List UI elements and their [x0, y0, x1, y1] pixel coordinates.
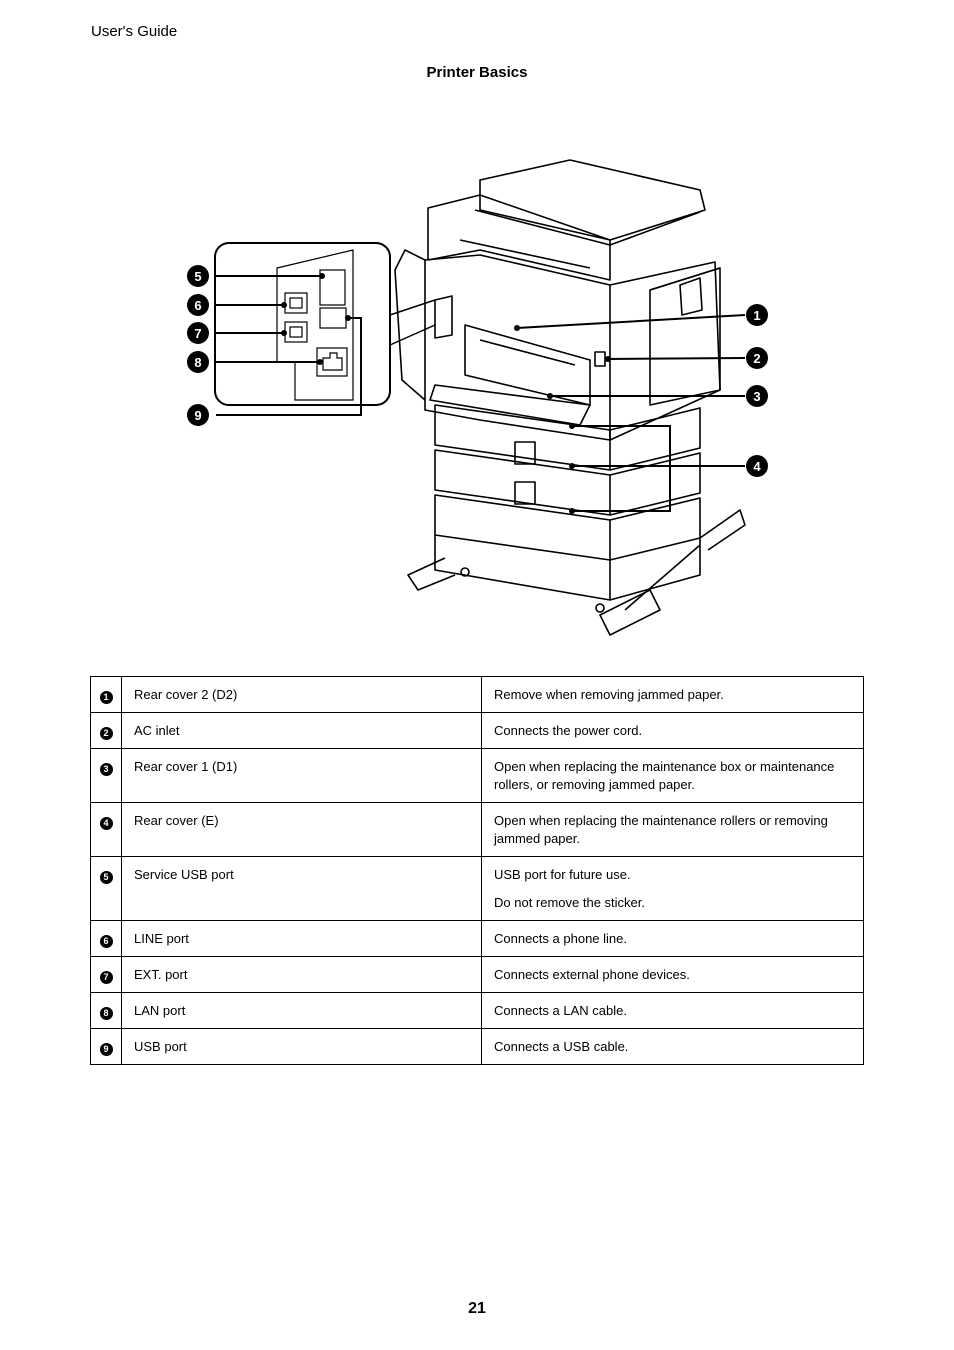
- table-row: 1 Rear cover 2 (D2) Remove when removing j…: [90, 676, 864, 713]
- part-description-cell: Open when replacing the maintenance box …: [481, 748, 864, 803]
- description-paragraph: Connects external phone devices.: [494, 967, 690, 982]
- part-description-cell: USB port for future use. Do not remove th…: [481, 856, 864, 921]
- description-paragraph: Connects the power cord.: [494, 723, 643, 738]
- part-name-cell: Rear cover 2 (D2): [121, 676, 482, 713]
- part-description-cell: Connects a USB cable.: [481, 1028, 864, 1065]
- svg-text:8: 8: [194, 355, 201, 370]
- row-number-badge: 9: [99, 1043, 113, 1056]
- part-description-cell: Connects external phone devices.: [481, 956, 864, 993]
- part-name-cell: Service USB port: [121, 856, 482, 921]
- part-description-cell: Remove when removing jammed paper.: [481, 676, 864, 713]
- description-paragraph: Open when replacing the maintenance roll…: [494, 813, 828, 846]
- description-paragraph: Remove when removing jammed paper.: [494, 687, 724, 702]
- svg-text:9: 9: [194, 408, 201, 423]
- row-number-badge: 4: [99, 817, 113, 830]
- svg-text:2: 2: [753, 351, 760, 366]
- part-name-cell: AC inlet: [121, 712, 482, 749]
- row-number-cell: 4: [90, 802, 122, 857]
- table-row: 7 EXT. port Connects external phone device…: [90, 956, 864, 993]
- description-paragraph: Connects a LAN cable.: [494, 1003, 627, 1018]
- callout-9: 9: [187, 404, 209, 426]
- svg-text:3: 3: [753, 389, 760, 404]
- row-number-badge: 8: [99, 1007, 113, 1020]
- row-number-badge: 2: [99, 727, 113, 740]
- part-name-cell: LINE port: [121, 920, 482, 957]
- callout-6: 6: [187, 294, 209, 316]
- part-name-cell: LAN port: [121, 992, 482, 1029]
- description-paragraph: Connects a phone line.: [494, 931, 627, 946]
- part-name-cell: Rear cover (E): [121, 802, 482, 857]
- row-number-cell: 2: [90, 712, 122, 749]
- table-row: 2 AC inlet Connects the power cord.: [90, 712, 864, 749]
- row-number-cell: 8: [90, 992, 122, 1029]
- table-row: 3 Rear cover 1 (D1) Open when replacing th…: [90, 748, 864, 803]
- row-number-cell: 6: [90, 920, 122, 957]
- description-paragraph: USB port for future use.: [494, 867, 631, 882]
- row-number-cell: 7: [90, 956, 122, 993]
- running-title: User's Guide: [91, 23, 178, 40]
- callout-3: 3: [746, 385, 768, 407]
- row-number-badge: 7: [99, 971, 113, 984]
- row-number-cell: 3: [90, 748, 122, 803]
- description-paragraph: Open when replacing the maintenance box …: [494, 759, 835, 792]
- callout-2: 2: [746, 347, 768, 369]
- printer-rear-illustration: 1 2 3 4 5 6 7 8 9: [187, 159, 768, 636]
- callout-4: 4: [746, 455, 768, 477]
- svg-text:6: 6: [194, 298, 201, 313]
- table-row: 8 LAN port Connects a LAN cable.: [90, 992, 864, 1029]
- table-row: 4 Rear cover (E) Open when replacing the m…: [90, 802, 864, 857]
- page-number: 21: [468, 1300, 486, 1317]
- table-row: 6 LINE port Connects a phone line.: [90, 920, 864, 957]
- part-name-cell: Rear cover 1 (D1): [121, 748, 482, 803]
- table-row: 9 USB port Connects a USB cable.: [90, 1028, 864, 1065]
- part-name-cell: EXT. port: [121, 956, 482, 993]
- part-description-cell: Connects the power cord.: [481, 712, 864, 749]
- svg-text:1: 1: [753, 308, 760, 323]
- part-description-cell: Connects a LAN cable.: [481, 992, 864, 1029]
- description-paragraph: Do not remove the sticker.: [494, 895, 646, 910]
- row-number-badge: 6: [99, 935, 113, 948]
- row-number-cell: 5: [90, 856, 122, 921]
- row-number-badge: 1: [99, 691, 113, 704]
- callout-5: 5: [187, 265, 209, 287]
- row-number-cell: 1: [90, 676, 122, 713]
- description-paragraph: Connects a USB cable.: [494, 1039, 629, 1054]
- svg-text:4: 4: [753, 459, 761, 474]
- svg-text:5: 5: [194, 269, 201, 284]
- row-number-badge: 5: [99, 871, 113, 884]
- svg-text:7: 7: [194, 326, 201, 341]
- callout-8: 8: [187, 351, 209, 373]
- part-name-cell: USB port: [121, 1028, 482, 1065]
- row-number-badge: 3: [99, 763, 113, 776]
- callout-1: 1: [746, 304, 768, 326]
- part-description-cell: Connects a phone line.: [481, 920, 864, 957]
- parts-table: 1 Rear cover 2 (D2) Remove when removing j…: [90, 676, 864, 1065]
- section-title: Printer Basics: [426, 64, 528, 81]
- callout-7: 7: [187, 322, 209, 344]
- part-description-cell: Open when replacing the maintenance roll…: [481, 802, 864, 857]
- row-number-cell: 9: [90, 1028, 122, 1065]
